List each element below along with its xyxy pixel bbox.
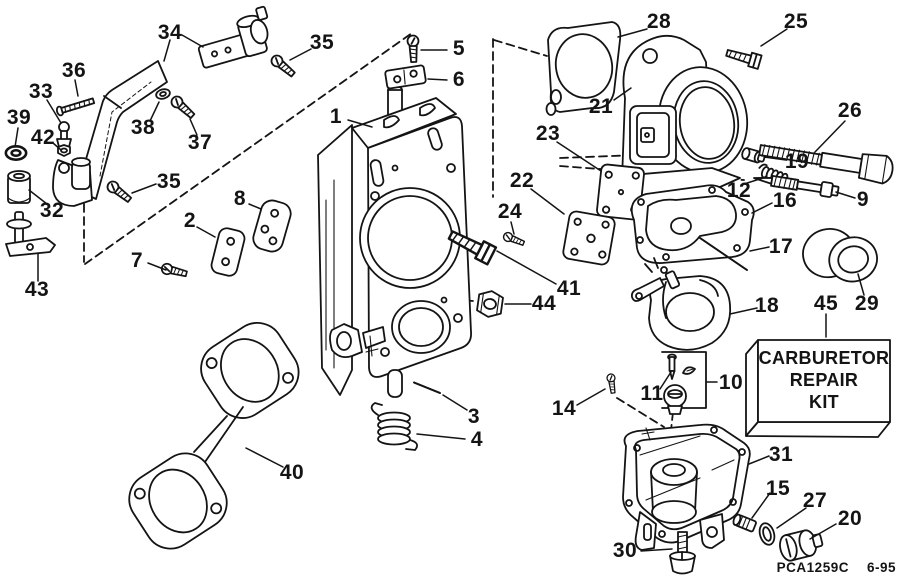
callout-45: 45 [813, 292, 839, 315]
part-34-cam-follower-lever [52, 5, 269, 207]
callout-35-lower: 35 [156, 170, 182, 193]
part-45-repair-kit-box [745, 339, 891, 438]
callout-34: 34 [157, 21, 183, 44]
part-32-bushing [7, 170, 31, 204]
part-35-screw-upper [268, 52, 298, 80]
callout-24: 24 [497, 200, 523, 223]
callout-5: 5 [452, 37, 466, 60]
callout-15: 15 [765, 477, 791, 500]
callout-29: 29 [854, 292, 880, 315]
callout-3: 3 [467, 405, 481, 428]
part-7-screw [159, 261, 189, 280]
part-1-carburetor-body [317, 85, 472, 398]
callout-43: 43 [24, 278, 50, 301]
callout-8: 8 [233, 187, 247, 210]
part-2-bracket [210, 227, 246, 277]
part-21-intake-cover [619, 34, 749, 203]
part-43-pin-bracket [5, 211, 56, 257]
diagram-code: PCA1259C [776, 560, 849, 575]
part-14-screw [605, 372, 618, 395]
callout-38: 38 [130, 116, 156, 139]
callout-14: 14 [551, 397, 577, 420]
part-29-grommet [802, 228, 878, 283]
callout-36: 36 [61, 59, 87, 82]
part-3-pin [413, 381, 441, 394]
part-37-screw [168, 93, 198, 122]
part-28-gasket [545, 21, 622, 116]
callout-31: 31 [768, 443, 794, 466]
callout-21: 21 [588, 95, 614, 118]
callout-28: 28 [646, 10, 672, 33]
callout-22: 22 [509, 169, 535, 192]
part-6-plate [384, 64, 427, 90]
callout-44: 44 [531, 292, 557, 315]
callout-6: 6 [452, 68, 466, 91]
part-38-washer [154, 86, 172, 102]
part-44-nut [476, 290, 504, 318]
repair-kit-label: CARBURETOR REPAIR KIT [758, 340, 890, 422]
part-20-plug-screw [779, 529, 824, 562]
callout-25: 25 [783, 10, 809, 33]
part-10-needle-seat-bracket [661, 351, 707, 409]
callout-32: 32 [39, 199, 65, 222]
repair-kit-line-2: REPAIR [789, 370, 859, 391]
callout-23: 23 [535, 122, 561, 145]
callout-39: 39 [6, 106, 32, 129]
callout-37: 37 [187, 131, 213, 154]
part-16-gasket [630, 184, 755, 264]
leader-lines [14, 28, 865, 552]
callout-26: 26 [837, 99, 863, 122]
repair-kit-line-1: CARBURETOR [758, 348, 890, 369]
callout-42: 42 [30, 126, 56, 149]
part-40-gasket [128, 322, 300, 550]
callout-9: 9 [856, 188, 870, 211]
part-17-rod [699, 237, 748, 271]
part-19-nozzle [741, 147, 766, 164]
part-36-screw [55, 97, 96, 117]
callout-20: 20 [837, 507, 863, 530]
callout-11: 11 [640, 382, 664, 405]
diagram-date: 6-95 [866, 560, 896, 575]
diagram-footer: PCA1259C 6-95 [777, 560, 896, 575]
callout-10: 10 [718, 371, 744, 394]
callout-35-upper: 35 [309, 31, 335, 54]
part-22-plate [562, 210, 616, 266]
callout-12: 12 [726, 179, 752, 202]
callout-7: 7 [130, 249, 144, 272]
callout-16: 16 [772, 189, 798, 212]
callout-27: 27 [802, 489, 828, 512]
repair-kit-line-3: KIT [809, 391, 839, 412]
part-39-washer [4, 145, 28, 161]
callout-41: 41 [556, 277, 582, 300]
callout-2: 2 [183, 209, 197, 232]
callout-1: 1 [329, 105, 343, 128]
part-27-oring [758, 522, 776, 546]
part-31-float-bowl [622, 423, 751, 551]
part-5-screw [406, 34, 421, 64]
part-42-nut [57, 144, 71, 157]
part-4-spring [370, 402, 419, 451]
callout-18: 18 [754, 294, 780, 317]
part-18-float [630, 257, 732, 351]
part-15-plug [732, 513, 757, 533]
part-26-bolt [758, 144, 894, 185]
part-35-screw-lower [104, 178, 134, 206]
callout-19: 19 [784, 150, 810, 173]
callout-4: 4 [470, 428, 484, 451]
part-25-bolt [724, 45, 763, 70]
callout-30: 30 [612, 539, 638, 562]
part-30-drain-screw [669, 531, 696, 575]
part-11-needle-and-clip [663, 353, 696, 415]
callout-40: 40 [279, 461, 305, 484]
part-33-screw [56, 121, 72, 148]
part-8-bracket [252, 199, 292, 253]
callout-17: 17 [768, 235, 794, 258]
callout-33: 33 [28, 80, 54, 103]
